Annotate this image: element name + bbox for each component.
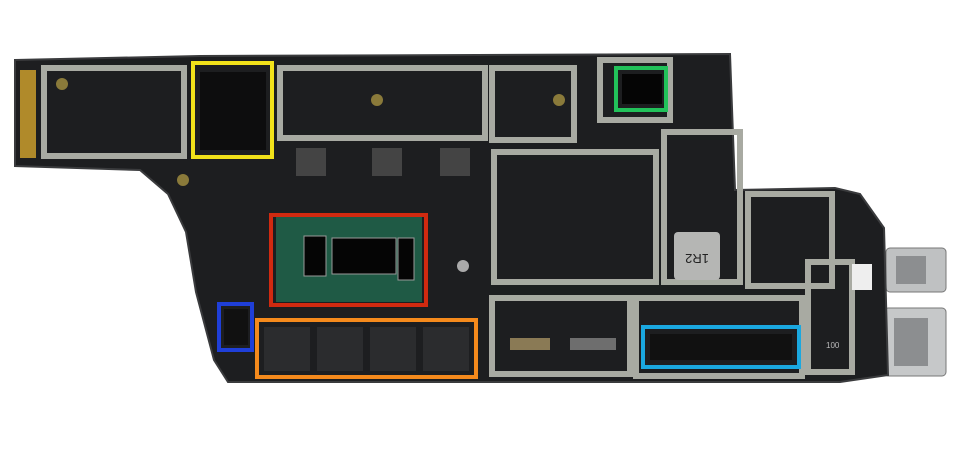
- ram-highlight: [255, 318, 478, 379]
- usb-connectors: [883, 247, 947, 377]
- highlight-boxes: [191, 61, 801, 379]
- small-chip-highlight: [217, 302, 254, 352]
- inductor-marking: 1R2: [685, 251, 709, 266]
- cpu-highlight: [269, 213, 428, 307]
- storage-highlight: [191, 61, 274, 159]
- rf-shields: [41, 57, 855, 379]
- small-marking: 100: [826, 341, 840, 350]
- wireless-highlight: [641, 325, 801, 369]
- ambient-chip-highlight: [614, 66, 668, 112]
- components: 1R2 100: [20, 70, 872, 371]
